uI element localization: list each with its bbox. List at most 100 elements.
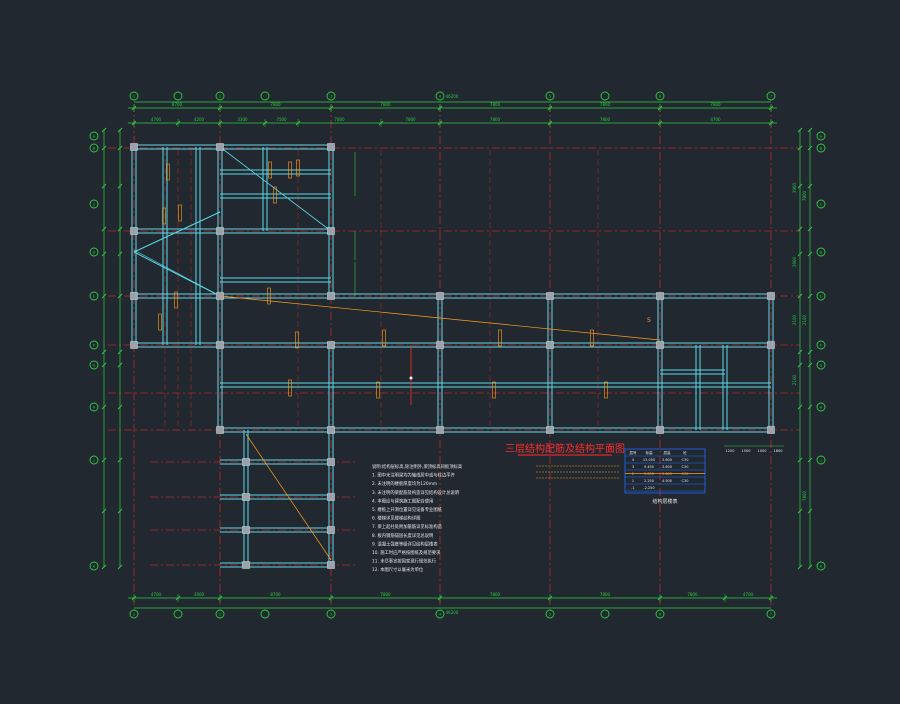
dim-left-inner-tick-9 [117,457,123,463]
axis-bubble-left-C[interactable] [89,199,99,209]
dim-right-inner-tick-8 [797,404,803,410]
axis-bubble-left-G[interactable] [89,360,99,370]
column-32 [327,526,335,534]
axis-bubble-top-1[interactable] [129,91,139,101]
axis-bubble-left-J[interactable] [89,455,99,465]
axis-bubble-bottom-3[interactable] [326,609,336,619]
note-line-2: 2. 未注明的楼板厚度均为120mm [372,480,437,487]
axis-bubble-left-A[interactable] [89,131,99,141]
axis-bubble-right-C[interactable] [816,199,826,209]
axis-bubble-bottom-7[interactable] [766,609,776,619]
table-cell-3-3: C30 [682,472,689,476]
table-cell-3-2: 3.600 [662,472,672,476]
axis-bubble-left-D[interactable] [89,247,99,257]
dim-right-outer-label-0: 7800 [802,190,807,201]
dim-right-inner-label-0: 3900 [792,182,797,193]
column-20 [216,426,224,434]
axis-bubble-right-H[interactable] [816,402,826,412]
dim-right-outer-label-2: 7800 [802,490,807,501]
axis-bubble-bottom-extra-3a[interactable] [260,609,270,619]
axis-bubble-top-extra-3a[interactable] [260,91,270,101]
axis-bubble-bottom-2-label: 2 [219,613,221,617]
dim-right-outer-tick-2 [807,183,813,189]
table-cell-1-3: C30 [682,458,689,462]
table-cell-4-0: 1 [632,479,634,483]
axis-bubble-bottom-6[interactable] [655,609,665,619]
axis-bubble-left-B[interactable] [89,143,99,153]
dim-top-outer-label-0: 8700 [172,102,183,107]
column-21 [327,426,335,434]
dim-left-inner-tick-5 [117,293,123,299]
rebar-tag-7 [267,287,271,305]
axis-bubble-right-A-label: A [820,135,823,139]
axis-bubble-bottom-extra-5a[interactable] [600,609,610,619]
axis-bubble-bottom-5[interactable] [545,609,555,619]
axis-bubble-left-K[interactable] [89,561,99,571]
axis-bubble-left-E[interactable] [89,291,99,301]
dim-right-outer-tick-3 [807,226,813,232]
column-31 [327,493,335,501]
axis-bubble-right-J[interactable] [816,455,826,465]
axis-bubble-right-E[interactable] [816,291,826,301]
rebar-tag-13 [376,381,380,399]
axis-bubble-right-D[interactable] [816,247,826,257]
axis-bubble-left-E-label: E [93,295,95,299]
axis-bubble-right-A[interactable] [816,131,826,141]
dim-right-inner-tick-4 [797,251,803,257]
axis-bubble-top-4[interactable] [435,91,445,101]
rebar-tag-0 [166,163,170,181]
tag-diag-stair [245,433,332,561]
axis-bubble-left-A-label: A [93,135,96,139]
dim-top-outer-label-3: 7800 [490,102,501,107]
dim-left-outer-tick-9 [101,457,107,463]
dim-left-inner-tick-8 [117,404,123,410]
table-caption: 结构层楼表 [652,498,677,505]
axis-bubble-top-7[interactable] [766,91,776,101]
rebar-tag-5 [273,186,277,204]
dim-right-outer-tick-1 [807,145,813,151]
axis-bubble-top-2[interactable] [215,91,225,101]
axis-bubble-right-B[interactable] [816,143,826,153]
dim-left-outer-tick-1 [101,145,107,151]
axis-bubble-left-H[interactable] [89,402,99,412]
axis-bubble-top-3[interactable] [326,91,336,101]
beam-diag-3 [219,146,332,232]
axis-bubble-bottom-1[interactable] [129,609,139,619]
dim-top-inner-label-1: 4200 [194,117,205,122]
note-line-5: 5. 楼板上开洞位置详见设备专业图纸 [372,506,443,513]
note-line-9: 9. 混凝土强度等级详见结构层楼表 [372,540,438,547]
dim-right-outer-tick-7 [807,362,813,368]
rebar-tag-9 [382,329,386,347]
columns [130,143,775,569]
axis-bubble-right-G[interactable] [816,360,826,370]
table-cell-5-1: -2.250 [643,486,654,490]
axis-bubble-top-5-label: 5 [549,95,551,99]
rebar-tag-1 [178,204,182,222]
axis-bubble-right-F[interactable] [816,340,826,350]
axis-bubble-left-F[interactable] [89,340,99,350]
axis-bubble-left-B-label: B [93,147,96,151]
axis-bubble-right-C-label: C [820,203,823,207]
note-line-7: 7. 梁上起柱处附加箍筋详见标准构造 [372,523,443,530]
column-13 [130,341,138,349]
table-cell-4-1: 2.250 [644,479,654,483]
axis-bubble-top-5[interactable] [545,91,555,101]
axis-bubble-top-6[interactable] [655,91,665,101]
axis-bubble-right-H-label: H [820,406,823,410]
axis-bubble-top-6-label: 6 [659,95,661,99]
rebar-tag-6 [296,159,300,177]
axis-bubble-top-extra-2a[interactable] [173,91,183,101]
axis-bubble-bottom-4[interactable] [435,609,445,619]
dim-bottom-label-2: 8700 [270,592,281,597]
axis-bubble-bottom-extra-2a[interactable] [173,609,183,619]
dim-left-inner-tick-11 [117,564,123,570]
dim-bottom-label-4: 7800 [490,592,501,597]
axis-bubble-bottom-2[interactable] [215,609,225,619]
dim-top-inner-label-7: 7800 [600,117,611,122]
axis-bubble-right-K[interactable] [816,561,826,571]
dim-left-inner-tick-0 [117,127,123,133]
axis-bubble-top-extra-5a[interactable] [600,91,610,101]
